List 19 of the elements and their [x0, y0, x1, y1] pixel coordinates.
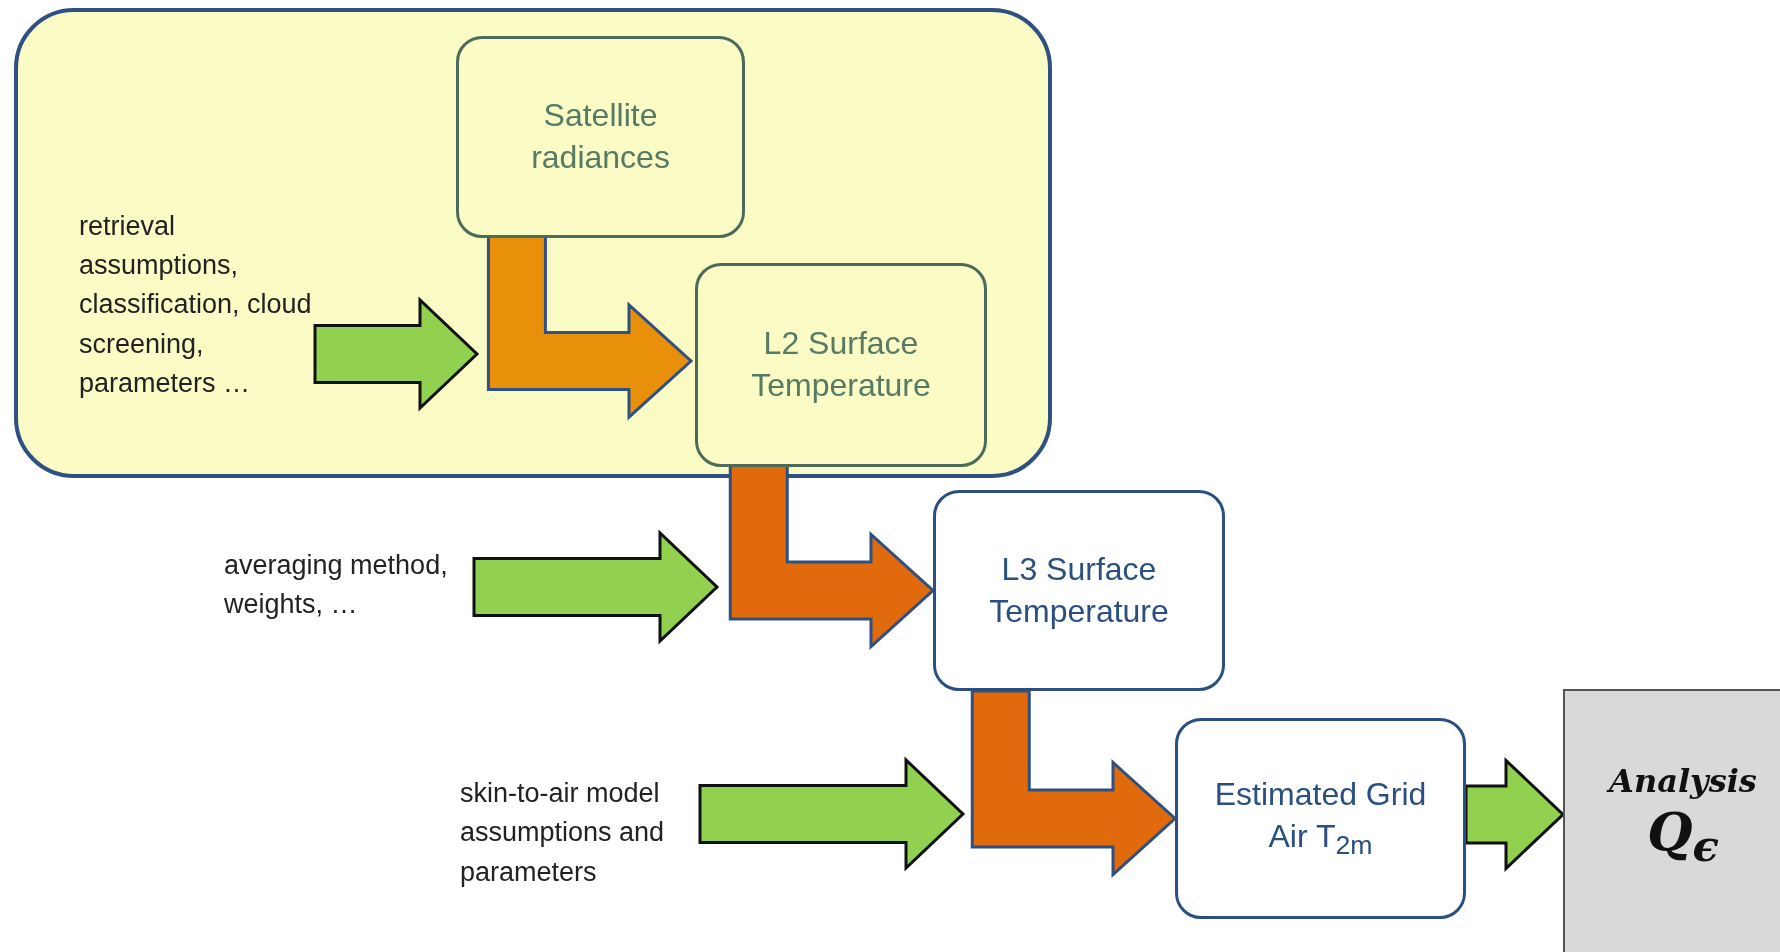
process-box: [456, 36, 745, 238]
box-label: Estimated Grid Air T$_{2m}$: [1213, 775, 1428, 863]
box-label: L3 Surface Temperature: [988, 549, 1170, 631]
output-box: [1563, 689, 1780, 952]
input-note: retrieval assumptions, classification, cloud screening, parameters …: [79, 210, 313, 400]
process-box: [695, 263, 987, 467]
block-arrow: [313, 296, 480, 412]
block-arrow: [698, 756, 966, 872]
group-panel: [14, 8, 1052, 478]
box-label: Satellite radiances: [530, 96, 671, 177]
box-label: L2 Surface Temperature: [750, 324, 932, 405]
block-arrow: [472, 529, 720, 645]
block-arrow: [1464, 757, 1566, 872]
input-note: averaging method, weights, …: [224, 548, 449, 621]
formula-label: Q$_{ϵ}$: [1647, 802, 1719, 870]
process-box: [933, 490, 1225, 691]
process-box: [1175, 718, 1466, 919]
input-note: skin-to-air model assumptions and parameters: [460, 777, 666, 889]
block-arrow: [970, 689, 1178, 878]
